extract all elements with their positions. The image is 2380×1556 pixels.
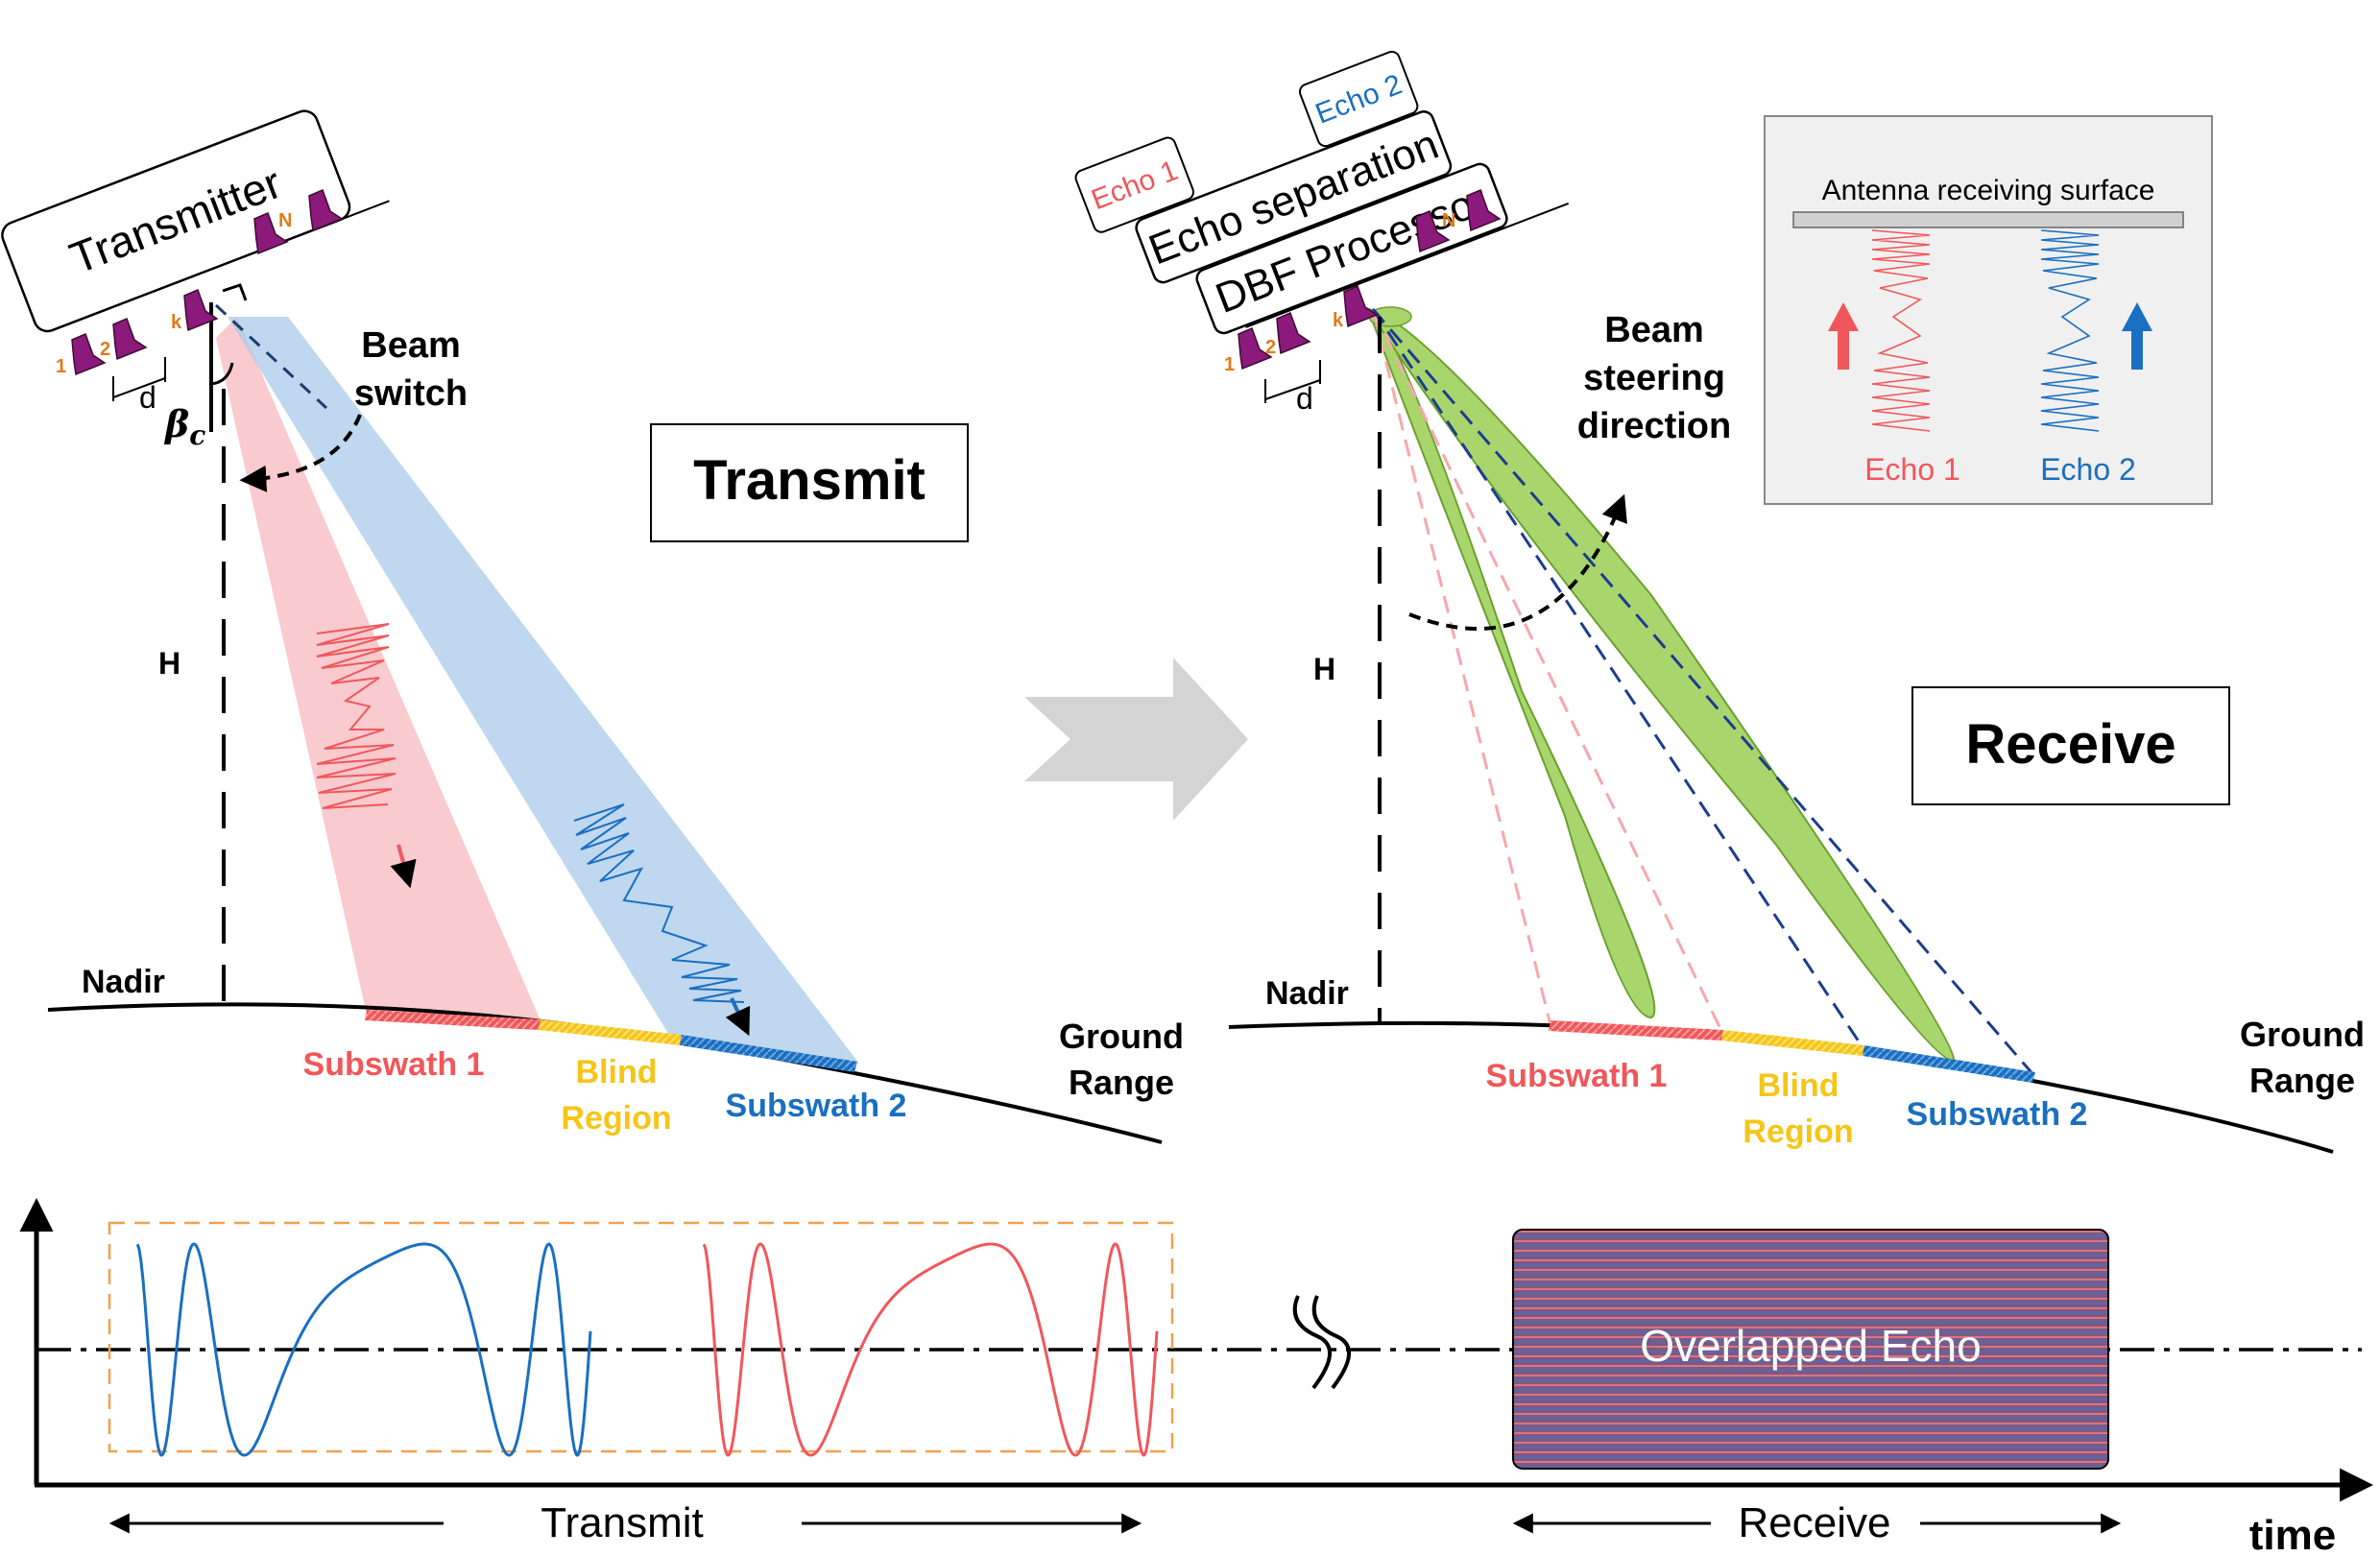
receive-blind-band: [1721, 1030, 1864, 1056]
timeline: Overlapped Echo Transmit Receive time: [19, 1198, 2373, 1556]
transmit-angle-label: βc: [163, 402, 205, 451]
transmit-red-chirp: [316, 623, 397, 809]
receive-subswath2-label: Subswath 2: [1907, 1096, 2088, 1133]
transmit-beam-dashed-edge: [214, 303, 328, 410]
beam-switch-label: switch: [354, 373, 468, 414]
receive-blind-label: Blind: [1758, 1067, 1839, 1104]
time-break-icon: [1292, 1295, 1352, 1390]
transmit-spacing-label: d: [139, 380, 156, 415]
transmit-span-label: Transmit: [541, 1499, 704, 1546]
overlapped-echo-block: [1512, 1229, 2109, 1470]
transmit-subswath2-label: Subswath 2: [726, 1088, 907, 1124]
antenna-element-icon: [253, 211, 289, 255]
inset-title: Antenna receiving surface: [1822, 175, 2155, 206]
receive-blue-dashed-edge: [1371, 308, 2037, 1078]
transmit-blind-label: Blind: [576, 1054, 658, 1090]
transmit-right-angle-icon: [222, 283, 248, 301]
echo-separation-box: [1135, 110, 1453, 284]
transmit-title-box: [650, 423, 969, 542]
transmit-subswath1-band: [365, 1010, 541, 1030]
transmit-panel: Transmitter 1 2 k N d βc Beam switch H: [1, 109, 1184, 1144]
antenna-element-icon: [1343, 284, 1379, 328]
inset-echo2-wave: [2040, 229, 2100, 432]
beam-steering-label: Beam: [1604, 310, 1704, 350]
echo1-tag-box: [1074, 136, 1194, 233]
receive-antenna-elements: [1238, 188, 1502, 371]
beam-switch-arrow: [239, 414, 362, 492]
inset-echo1-wave: [1871, 229, 1931, 432]
transmit-spacing-line: [112, 377, 166, 398]
transmit-beam-red: [216, 317, 542, 1025]
antenna-element-icon: [1276, 311, 1311, 355]
beam-steering-label: steering: [1583, 358, 1725, 398]
beam-steering-label: direction: [1577, 406, 1731, 446]
transmit-element-label-n: N: [278, 210, 292, 231]
inset-echo2-label: Echo 2: [2040, 452, 2136, 487]
transmit-nadir-label: Nadir: [82, 964, 165, 1000]
antenna-element-icon: [1466, 188, 1502, 232]
transmit-beta-arc: [210, 362, 234, 386]
receive-spacing-line: [1264, 379, 1321, 400]
receive-element-label-2: 2: [1265, 337, 1276, 358]
time-axis-label: time: [2249, 1512, 2336, 1556]
transmit-blue-chirp: [573, 803, 745, 1003]
receive-height-label: H: [1313, 652, 1335, 686]
transmit-title: Transmit: [693, 449, 926, 512]
antenna-element-icon: [183, 288, 219, 332]
transmit-subswath1-label: Subswath 1: [303, 1046, 485, 1083]
antenna-surface-bar: [1792, 211, 2184, 228]
transmit-element-label-1: 1: [56, 356, 66, 377]
receive-blue-dashed-edge: [1371, 308, 1866, 1051]
receive-beam-green-1: [1366, 307, 1656, 1019]
receive-title-box: [1911, 686, 2230, 805]
transmit-blind-band: [539, 1019, 682, 1045]
receive-element-label-k: k: [1333, 310, 1344, 331]
inset-echo1-label: Echo 1: [1864, 452, 1960, 487]
antenna-inset: Antenna receiving surface Echo 1 Echo 2: [1764, 115, 2213, 505]
transmit-ground-range-label: Range: [1069, 1063, 1174, 1102]
transmit-element-label-k: k: [171, 312, 182, 333]
transmit-antenna-elements: [71, 188, 344, 376]
transmit-red-arrow: [390, 844, 417, 889]
transmit-ground-range-label: Ground: [1059, 1017, 1184, 1056]
antenna-element-icon: [1415, 209, 1451, 253]
echo2-tag-box: [1298, 50, 1419, 148]
transmit-subswath2-band: [680, 1035, 857, 1072]
receive-blind-label: Region: [1743, 1113, 1853, 1150]
receive-panel: DBF Processor Echo separation Echo 1 Ech…: [1074, 50, 2365, 1154]
receive-element-label-n: N: [1442, 210, 1455, 231]
overlapped-echo-label: Overlapped Echo: [1640, 1321, 1981, 1371]
dbf-processor-box: [1195, 162, 1508, 335]
receive-subswath1-label: Subswath 1: [1486, 1058, 1668, 1094]
receive-ground-range-label: Range: [2249, 1061, 2355, 1100]
receive-span-label: Receive: [1739, 1499, 1891, 1546]
transmit-pulse-box: [108, 1221, 1174, 1453]
transmit-blue-pulse: [135, 1242, 592, 1457]
transition-arrow-icon: [1024, 658, 1248, 821]
receive-red-dashed-edge: [1371, 308, 1552, 1026]
beam-switch-label: Beam: [361, 325, 461, 366]
transmit-height-label: H: [158, 646, 180, 681]
transmit-element-label-2: 2: [100, 339, 110, 360]
receive-element-label-1: 1: [1224, 354, 1235, 375]
receive-subswath1-band: [1549, 1020, 1723, 1041]
transmit-red-pulse: [702, 1242, 1159, 1457]
receive-array-baseline: [1245, 203, 1570, 328]
antenna-element-icon: [308, 188, 344, 232]
transmit-blind-label: Region: [561, 1100, 671, 1137]
antenna-element-icon: [112, 317, 148, 361]
receive-nadir-label: Nadir: [1265, 975, 1349, 1012]
antenna-element-icon: [71, 332, 107, 376]
receive-title: Receive: [1965, 713, 2176, 776]
inset-echo2-arrow-icon: [2122, 302, 2152, 370]
transmit-blue-arrow: [725, 997, 751, 1037]
beam-steering-arrow: [1408, 493, 1627, 631]
transmit-beam-blue: [228, 317, 859, 1064]
receive-spacing-label: d: [1296, 381, 1313, 416]
receive-ground-range-label: Ground: [2240, 1015, 2365, 1054]
receive-subswath2-band: [1863, 1045, 2035, 1083]
inset-echo1-arrow-icon: [1828, 302, 1859, 370]
antenna-element-icon: [1238, 326, 1273, 371]
